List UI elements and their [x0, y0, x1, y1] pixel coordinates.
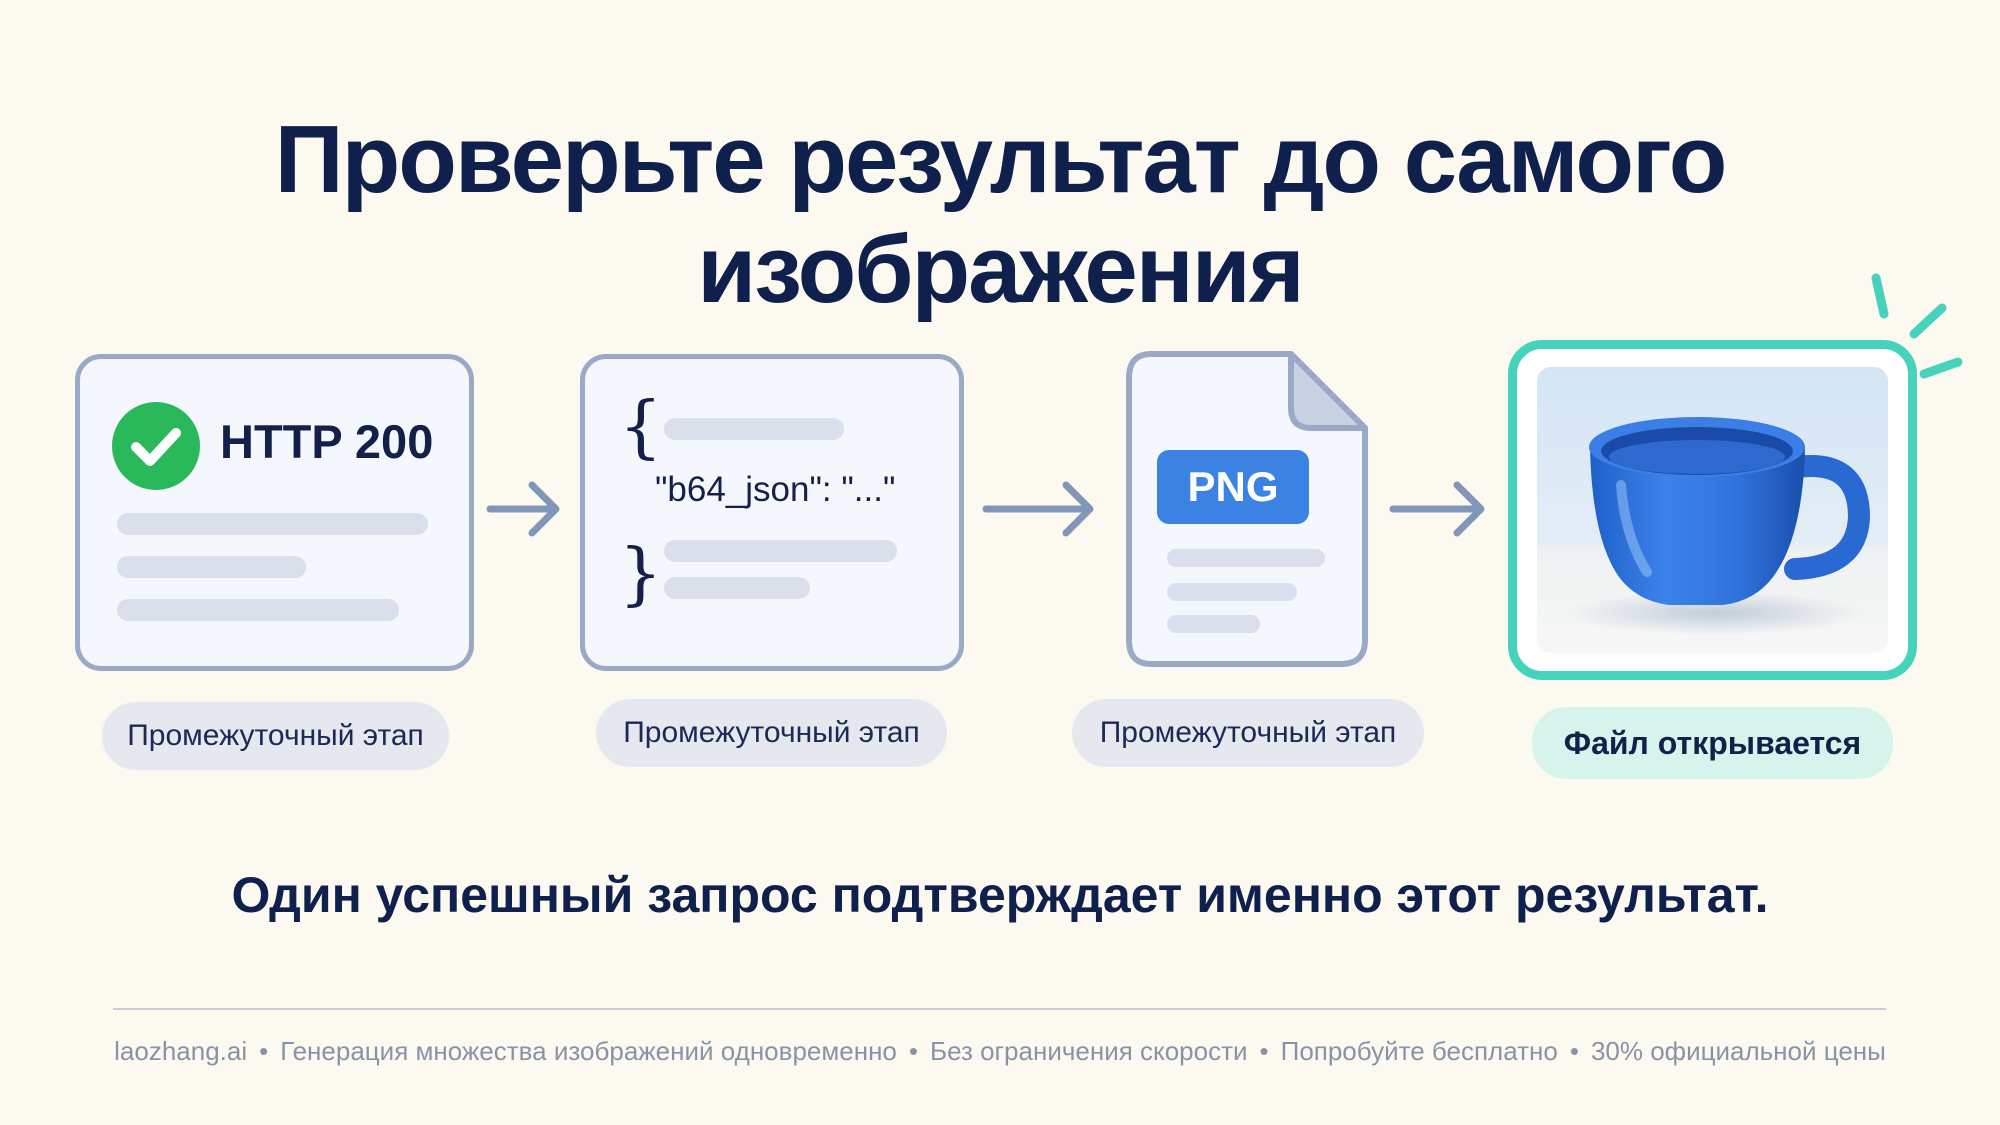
placeholder-line [1167, 615, 1260, 633]
page-title: Проверьте результат до самого изображени… [274, 106, 1728, 323]
stage-label: Промежуточный этап [1072, 699, 1424, 767]
blue-cup-image [1537, 367, 1888, 653]
sparkle-icon [1871, 273, 1963, 379]
footer-item: Попробуйте бесплатно [1280, 1036, 1558, 1066]
footer-separator: • [1259, 1036, 1269, 1066]
stage-label: Промежуточный этап [596, 699, 947, 767]
png-badge: PNG [1157, 450, 1309, 524]
http-status-text: HTTP 200 [220, 415, 434, 468]
footer-item: 30% официальной цены [1590, 1036, 1886, 1066]
json-brace-close: } [619, 535, 663, 614]
footer-brand: laozhang.ai [114, 1036, 248, 1066]
placeholder-line [117, 556, 306, 578]
placeholder-line [664, 540, 897, 562]
placeholder-line [664, 418, 844, 440]
placeholder-line [1167, 583, 1297, 601]
footer: laozhang.ai • Генерация множества изображе… [0, 1036, 2000, 1067]
footer-separator: • [259, 1036, 269, 1066]
placeholder-line [664, 577, 810, 599]
footer-separator: • [908, 1036, 918, 1066]
arrow-right-icon [982, 481, 1094, 537]
json-brace-open: { [619, 388, 663, 467]
placeholder-line [1167, 549, 1325, 567]
check-circle-icon [112, 402, 200, 490]
footer-item: Без ограничения скорости [930, 1036, 1248, 1066]
arrow-right-icon [1389, 481, 1485, 537]
final-stage-label: Файл открывается [1532, 707, 1893, 779]
arrow-right-icon [486, 481, 560, 537]
stage-label: Промежуточный этап [102, 702, 449, 770]
placeholder-line [117, 599, 399, 621]
json-response-card [580, 354, 964, 671]
footer-item: Генерация множества изображений одноврем… [280, 1036, 897, 1066]
json-key-text: "b64_json": "..." [655, 470, 896, 509]
summary-text: Один успешный запрос подтверждает именно… [231, 867, 1769, 923]
placeholder-line [117, 513, 428, 535]
divider [113, 1008, 1886, 1010]
footer-separator: • [1569, 1036, 1579, 1066]
